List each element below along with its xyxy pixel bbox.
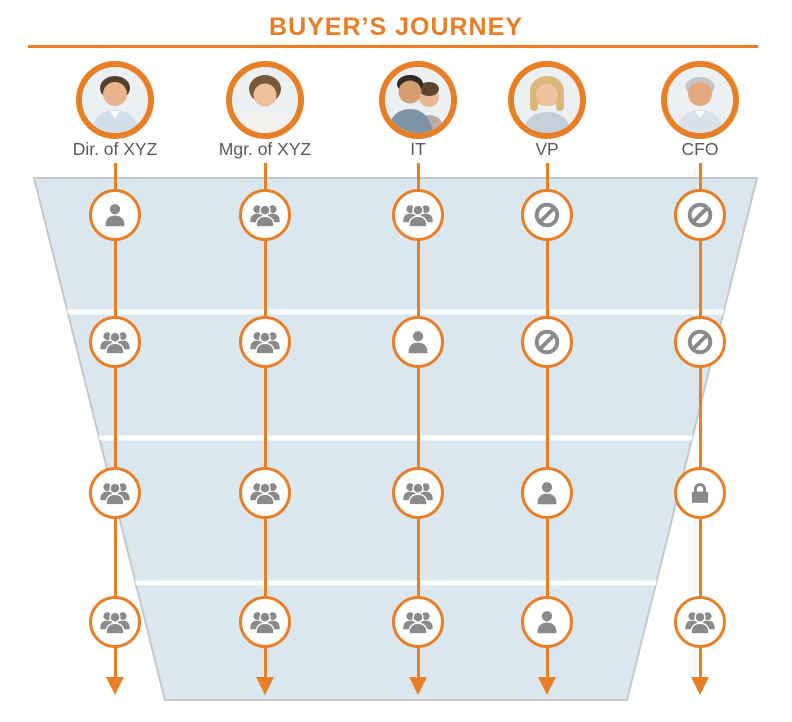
group-icon xyxy=(100,482,130,506)
vp-stage-2-badge xyxy=(521,316,573,368)
group-icon xyxy=(250,204,280,228)
lock-icon xyxy=(691,483,709,503)
young-woman-portrait-image xyxy=(232,67,298,133)
vp-journey-line xyxy=(545,163,549,678)
group-icon xyxy=(250,611,280,635)
it-arrow-down-icon xyxy=(409,677,427,695)
cfo-stage-4-badge xyxy=(674,596,726,648)
two-colleagues-portrait-image xyxy=(385,67,451,133)
vp-stage-1-badge xyxy=(521,189,573,241)
group-icon xyxy=(403,482,433,506)
no-entry-icon xyxy=(687,202,713,228)
person-icon xyxy=(537,611,557,634)
cfo-avatar xyxy=(661,61,739,139)
cfo-label: CFO xyxy=(681,139,719,159)
group-icon xyxy=(100,611,130,635)
it-stage-1-badge xyxy=(392,189,444,241)
cfo-stage-2-badge xyxy=(674,316,726,368)
mgr-of-xyz-avatar xyxy=(226,61,304,139)
senior-man-portrait-image xyxy=(667,67,733,133)
vp-label: VP xyxy=(535,139,559,159)
group-icon xyxy=(403,611,433,635)
cfo-stage-3-badge xyxy=(674,467,726,519)
vp-arrow-down-icon xyxy=(538,677,556,695)
person-icon xyxy=(408,331,428,354)
it-stage-2-badge xyxy=(392,316,444,368)
young-man-portrait-image xyxy=(82,67,148,133)
blonde-woman-portrait-image xyxy=(514,67,580,133)
vp-avatar xyxy=(508,61,586,139)
it-stage-3-badge xyxy=(392,467,444,519)
dir-of-xyz-stage-4-badge xyxy=(89,596,141,648)
vp-stage-4-badge xyxy=(521,596,573,648)
group-icon xyxy=(685,611,715,635)
dir-of-xyz-arrow-down-icon xyxy=(106,677,124,695)
group-icon xyxy=(100,331,130,355)
mgr-of-xyz-stage-1-badge xyxy=(239,189,291,241)
mgr-of-xyz-arrow-down-icon xyxy=(256,677,274,695)
cfo-stage-1-badge xyxy=(674,189,726,241)
page-title: BUYER’S JOURNEY xyxy=(269,13,523,41)
mgr-of-xyz-stage-2-badge xyxy=(239,316,291,368)
it-label: IT xyxy=(410,139,426,159)
dir-of-xyz-avatar xyxy=(76,61,154,139)
cfo-arrow-down-icon xyxy=(691,677,709,695)
group-icon xyxy=(403,204,433,228)
group-icon xyxy=(250,331,280,355)
vp-stage-3-badge xyxy=(521,467,573,519)
no-entry-icon xyxy=(687,329,713,355)
title-underline xyxy=(28,45,758,48)
cfo-journey-line xyxy=(698,163,702,678)
dir-of-xyz-journey-line xyxy=(113,163,117,678)
mgr-of-xyz-label: Mgr. of XYZ xyxy=(218,139,312,159)
it-avatar xyxy=(379,61,457,139)
it-journey-line xyxy=(416,163,420,678)
dir-of-xyz-stage-3-badge xyxy=(89,467,141,519)
dir-of-xyz-stage-2-badge xyxy=(89,316,141,368)
mgr-of-xyz-journey-line xyxy=(263,163,267,678)
person-icon xyxy=(105,204,125,227)
it-stage-4-badge xyxy=(392,596,444,648)
dir-of-xyz-stage-1-badge xyxy=(89,189,141,241)
mgr-of-xyz-stage-3-badge xyxy=(239,467,291,519)
dir-of-xyz-label: Dir. of XYZ xyxy=(72,139,158,159)
group-icon xyxy=(250,482,280,506)
mgr-of-xyz-stage-4-badge xyxy=(239,596,291,648)
no-entry-icon xyxy=(534,329,560,355)
person-icon xyxy=(537,482,557,505)
no-entry-icon xyxy=(534,202,560,228)
